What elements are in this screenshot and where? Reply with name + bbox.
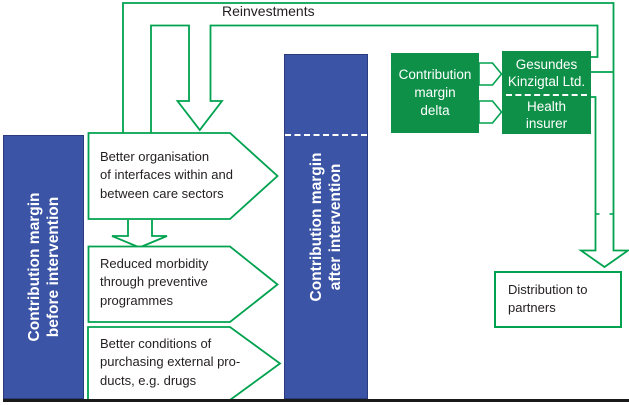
bar-contribution-margin-after: Contribution margin after intervention <box>284 54 368 399</box>
delta-line-3: delta <box>420 103 450 118</box>
small-down-arrow-icon <box>111 220 168 249</box>
measure-pennant-3 <box>87 326 282 401</box>
distribution-line-2: partners <box>508 300 556 315</box>
gesundes-kinzigtal-section: Gesundes Kinzigtal Ltd. <box>507 57 586 89</box>
baseline-axis <box>3 399 629 402</box>
bar-after-label: Contribution margin after intervention <box>308 152 344 301</box>
bar-before-label: Contribution margin before intervention <box>25 192 62 342</box>
health-insurer-section: Health insurer <box>525 99 568 131</box>
distribution-line-1: Distribution to <box>508 282 588 297</box>
contribution-margin-delta-box: Contribution margin delta <box>391 53 479 133</box>
chevron-delta-to-gesundes-icon <box>478 62 503 86</box>
measure-pennant-1 <box>87 132 279 220</box>
bar-contribution-margin-before: Contribution margin before intervention <box>3 135 84 399</box>
before-level-dashed-line <box>285 134 367 136</box>
delta-line-2: margin <box>414 85 456 100</box>
partners-box: Gesundes Kinzigtal Ltd. Health insurer <box>502 51 591 134</box>
measure-2-label: Reduced morbidity through preventive pro… <box>100 256 209 308</box>
chevron-delta-to-insurer-icon <box>478 100 503 124</box>
measure-1-label: Better organisation of interfaces within… <box>100 149 233 201</box>
reinvestments-pipe-outer-line <box>122 2 629 269</box>
measure-pennant-2 <box>87 245 279 323</box>
partners-divider-dashed-line <box>506 94 587 96</box>
reinvestments-label: Reinvestments <box>222 3 315 19</box>
measure-3-label: Better conditions of purchasing external… <box>100 336 241 388</box>
reinvestments-pipe-inner-line-and-down-arrow-icon <box>150 24 599 133</box>
delta-line-1: Contribution <box>398 67 472 82</box>
distribution-to-partners-box: Distribution to partners <box>494 271 622 328</box>
